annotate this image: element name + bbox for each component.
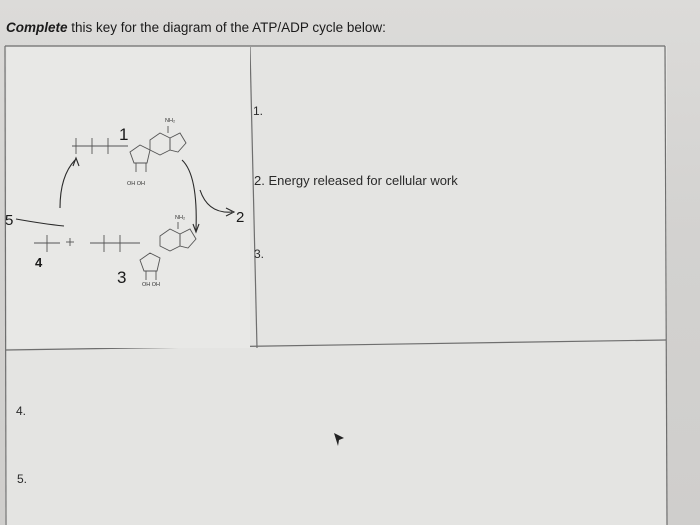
diagram-number-3: 3 bbox=[117, 268, 126, 287]
diagram-number-5: 5 bbox=[5, 212, 13, 229]
nh2-label-top: NH₂ bbox=[165, 118, 175, 124]
atp-ribose-ring bbox=[129, 144, 151, 164]
column-divider bbox=[249, 46, 258, 349]
row-divider bbox=[5, 339, 667, 351]
key-item-1: 1. bbox=[253, 104, 264, 118]
diagram-number-2: 2 bbox=[236, 209, 244, 226]
title-rest: this key for the diagram of the ATP/ADP … bbox=[71, 20, 386, 35]
page-title: Complete this key for the diagram of the… bbox=[6, 20, 386, 35]
key-item-5: 5. bbox=[17, 472, 28, 486]
diagram-cell bbox=[7, 47, 250, 348]
energy-out-curve bbox=[199, 189, 233, 213]
cycle-arrows bbox=[15, 156, 236, 234]
adp-molecule bbox=[34, 222, 197, 280]
title-bold: Complete bbox=[6, 20, 68, 35]
table-right-border bbox=[664, 45, 668, 525]
diagram-numbers: 1 2 3 4 5 bbox=[5, 125, 244, 287]
left-arc-arrow bbox=[59, 159, 76, 209]
oh-label-bottom: OH OH bbox=[142, 282, 160, 288]
energy-in-line bbox=[15, 218, 65, 227]
key-item-2: 2. Energy released for cellular work bbox=[254, 173, 458, 188]
oh-label-top: OH OH bbox=[127, 181, 145, 187]
energy-out-arrowhead bbox=[225, 207, 236, 217]
cursor-arrow-icon bbox=[334, 433, 344, 446]
diagram-labels: OH OH OH OH NH₂ NH₂ bbox=[127, 118, 185, 288]
adp-adenine-ring-b bbox=[179, 228, 197, 249]
nh2-label-bottom: NH₂ bbox=[175, 215, 185, 221]
atp-molecule bbox=[72, 126, 187, 172]
key-item-3: 3. bbox=[254, 247, 265, 261]
key-item-4: 4. bbox=[16, 404, 27, 418]
adp-ribose-ring bbox=[139, 252, 161, 272]
diagram-number-1: 1 bbox=[119, 125, 128, 144]
key-table-grid bbox=[4, 45, 668, 525]
left-arrowhead bbox=[72, 156, 80, 167]
right-arrowhead bbox=[192, 223, 200, 234]
diagram-number-4: 4 bbox=[35, 255, 43, 270]
atp-adenine-ring-b bbox=[169, 132, 187, 153]
right-arc-arrow bbox=[181, 159, 197, 231]
table-left-border bbox=[4, 45, 7, 525]
